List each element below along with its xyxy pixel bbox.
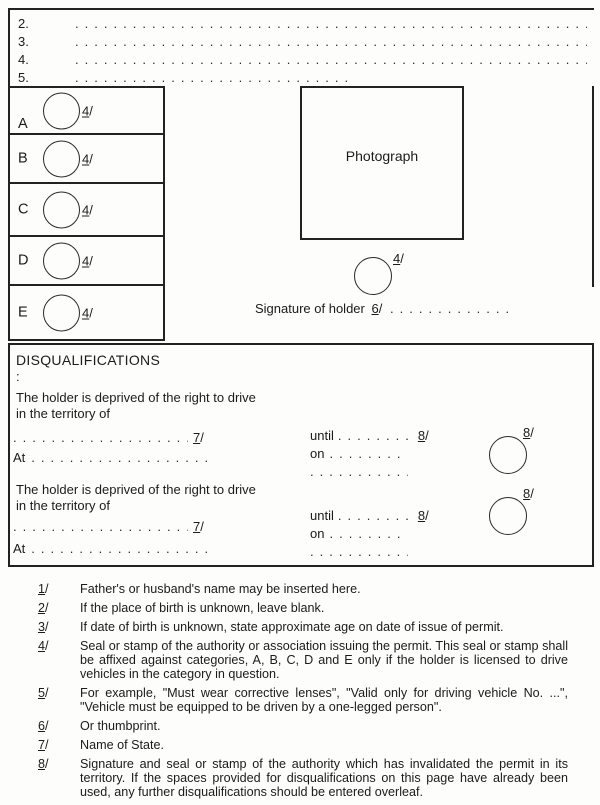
footnote-text: Name of State. — [80, 738, 164, 752]
category-letter: B — [18, 150, 28, 166]
signature-label: Signature of holder — [255, 301, 365, 316]
footnote-8: 8/ Signature and seal or stamp of the au… — [38, 757, 568, 799]
footnote-marker-8: 8/ — [417, 428, 429, 443]
invalidation-seal-circle — [489, 497, 527, 535]
footnote-1: 1/ Father's or husband's name may be ins… — [38, 582, 568, 596]
footnote-marker-4: 4/ — [82, 103, 93, 118]
deprived-text-line1: The holder is deprived of the right to d… — [16, 390, 256, 405]
footnote-marker-6: 6/ — [371, 301, 383, 316]
footnote-6: 6/ Or thumbprint. — [38, 719, 568, 733]
footnote-text: Father's or husband's name may be insert… — [80, 582, 361, 596]
field-row-5: 5. . . . . . . . . . . . . . . . . . . .… — [10, 70, 594, 86]
footnote-7: 7/ Name of State. — [38, 738, 568, 752]
category-row-d: D 4/ — [10, 237, 163, 286]
on-line: on. . . . . . . . . . . . . . . . . . . … — [310, 446, 405, 461]
disqualifications-heading: DISQUALIFICATIONS — [16, 352, 161, 368]
at-line: At. . . . . . . . . . . . . . . . . . . … — [13, 541, 211, 556]
on-label: on — [310, 446, 325, 461]
seal-circle — [43, 191, 80, 228]
footnote-4: 4/ Seal or stamp of the authority or ass… — [38, 639, 568, 681]
photograph-box: Photograph — [300, 86, 464, 240]
footnote-marker-7: 7/ — [193, 430, 204, 445]
category-row-c: C 4/ — [10, 184, 163, 237]
footnote-marker-4: 4/ — [82, 253, 93, 268]
category-row-a: A 4/ — [10, 88, 163, 135]
deprived-text-line2: in the territory of — [16, 406, 110, 421]
until-label: until — [310, 428, 334, 443]
footnote-marker-8: 8/ — [417, 508, 429, 523]
top-fields-box: 2. . . . . . . . . . . . . . . . . . . .… — [8, 8, 594, 88]
field-row-3: 3. . . . . . . . . . . . . . . . . . . .… — [10, 34, 594, 50]
deprived-text-line1: The holder is deprived of the right to d… — [16, 482, 256, 497]
footnote-marker-4: 4/ — [393, 251, 404, 266]
dotted-line: . . . . . . . . . . . . . . . . . . . . … — [75, 70, 351, 85]
field-number: 3. — [18, 34, 29, 49]
footnote-number: 2/ — [38, 601, 49, 615]
category-letter: C — [18, 201, 29, 217]
footnote-number: 5/ — [38, 686, 49, 700]
footnote-text: For example, "Must wear corrective lense… — [80, 686, 568, 714]
field-number: 2. — [18, 16, 29, 31]
at-label: At — [13, 450, 26, 465]
footnote-text: If date of birth is unknown, state appro… — [80, 620, 504, 634]
category-row-e: E 4/ — [10, 286, 163, 339]
disqualifications-box: DISQUALIFICATIONS : The holder is depriv… — [8, 343, 594, 567]
seal-circle — [43, 140, 80, 177]
field-row-4: 4. . . . . . . . . . . . . . . . . . . .… — [10, 52, 594, 68]
footnote-number: 4/ — [38, 639, 49, 653]
footnote-text: Seal or stamp of the authority or associ… — [80, 639, 568, 681]
category-table: A 4/ B 4/ C 4/ D 4/ E 4/ — [8, 86, 165, 341]
until-line: until. . . . . . . . . . . . . . . . . .… — [310, 428, 429, 443]
footnote-3: 3/ If date of birth is unknown, state ap… — [38, 620, 568, 634]
territory-dotted-line: . . . . . . . . . . . . . . . . . . . . … — [13, 430, 204, 445]
footnote-number: 7/ — [38, 738, 49, 752]
photograph-label: Photograph — [345, 147, 419, 164]
on-label: on — [310, 526, 325, 541]
footnote-5: 5/ For example, "Must wear corrective le… — [38, 686, 568, 714]
footnotes-list: 1/ Father's or husband's name may be ins… — [38, 582, 568, 804]
dotted-line: . . . . . . . . . . . . . . . . . . . . … — [75, 34, 587, 49]
until-line: until. . . . . . . . . . . . . . . . . .… — [310, 508, 429, 523]
footnote-2: 2/ If the place of birth is unknown, lea… — [38, 601, 568, 615]
page-right-border — [592, 86, 594, 287]
field-number: 5. — [18, 70, 29, 85]
footnote-text: If the place of birth is unknown, leave … — [80, 601, 325, 615]
category-letter: E — [18, 304, 28, 320]
footnote-marker-4: 4/ — [82, 202, 93, 217]
footnote-number: 6/ — [38, 719, 49, 733]
at-label: At — [13, 541, 26, 556]
footnote-text: Signature and seal or stamp of the autho… — [80, 757, 568, 799]
blank-dotted-line: . . . . . . . . . . . . . . . . . . . . … — [310, 464, 408, 479]
field-number: 4. — [18, 52, 29, 67]
until-label: until — [310, 508, 334, 523]
category-letter: A — [18, 116, 28, 132]
seal-circle — [43, 242, 80, 279]
dotted-line: . . . . . . . . . . . . . . . . . . . . … — [389, 301, 508, 316]
territory-dotted-line: . . . . . . . . . . . . . . . . . . . . … — [13, 519, 204, 534]
on-line: on. . . . . . . . . . . . . . . . . . . … — [310, 526, 405, 541]
seal-circle — [43, 92, 80, 129]
invalidation-seal-circle — [489, 436, 527, 474]
category-row-b: B 4/ — [10, 135, 163, 184]
dotted-line: . . . . . . . . . . . . . . . . . . . . … — [75, 52, 587, 67]
at-line: At. . . . . . . . . . . . . . . . . . . … — [13, 450, 211, 465]
footnote-number: 3/ — [38, 620, 49, 634]
seal-circle — [43, 294, 80, 331]
authority-seal-circle — [354, 257, 392, 295]
heading-colon: : — [16, 369, 20, 384]
category-letter: D — [18, 252, 29, 268]
footnote-number: 1/ — [38, 582, 49, 596]
dotted-line: . . . . . . . . . . . . . . . . . . . . … — [75, 16, 587, 31]
footnote-marker-8: 8/ — [523, 425, 534, 440]
field-row-2: 2. . . . . . . . . . . . . . . . . . . .… — [10, 16, 594, 32]
footnote-marker-4: 4/ — [82, 151, 93, 166]
blank-dotted-line: . . . . . . . . . . . . . . . . . . . . … — [310, 544, 408, 559]
deprived-text-line2: in the territory of — [16, 498, 110, 513]
footnote-marker-7: 7/ — [193, 519, 204, 534]
footnote-marker-8: 8/ — [523, 486, 534, 501]
footnote-text: Or thumbprint. — [80, 719, 161, 733]
signature-line: Signature of holder 6/ . . . . . . . . .… — [255, 301, 508, 316]
footnote-marker-4: 4/ — [82, 305, 93, 320]
footnote-number: 8/ — [38, 757, 49, 771]
